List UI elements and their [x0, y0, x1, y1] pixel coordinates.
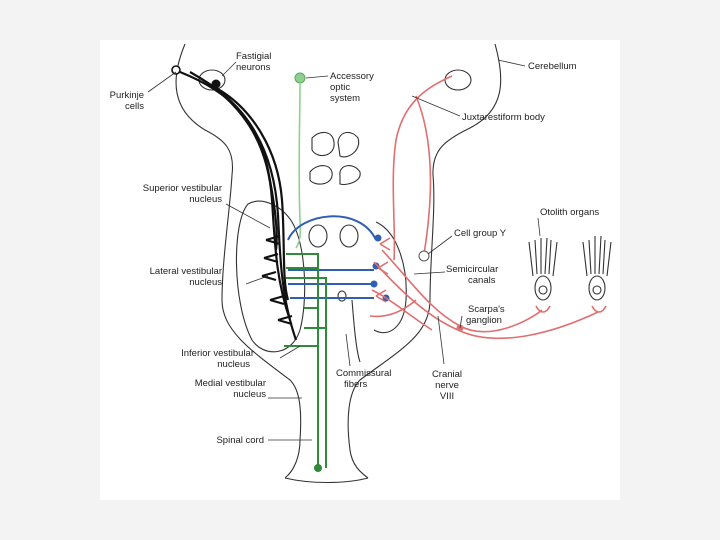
otolith-organ-receptor [582, 235, 612, 301]
accessory-optic-pathway [294, 72, 306, 249]
purkinje-cell-soma [171, 65, 181, 75]
accessory-optic-neuron [294, 72, 306, 84]
label-cerebellum: Cerebellum [528, 61, 577, 72]
label-spinal-cord: Spinal cord [216, 435, 264, 446]
spinal-terminal [314, 464, 322, 472]
label-leaders [147, 59, 541, 441]
cerebellar-efferents [171, 65, 298, 341]
medial-vestibulospinal-tract [284, 253, 327, 472]
brainstem-outline [175, 43, 502, 484]
commissural-fibers [287, 215, 390, 302]
label-otolith: Otolith organs [540, 207, 599, 218]
semicircular-canal-receptor [528, 237, 558, 301]
label-cell-group-y: Cell group Y [454, 228, 507, 239]
label-juxtarestiform: Juxtarestiform body [462, 112, 545, 123]
